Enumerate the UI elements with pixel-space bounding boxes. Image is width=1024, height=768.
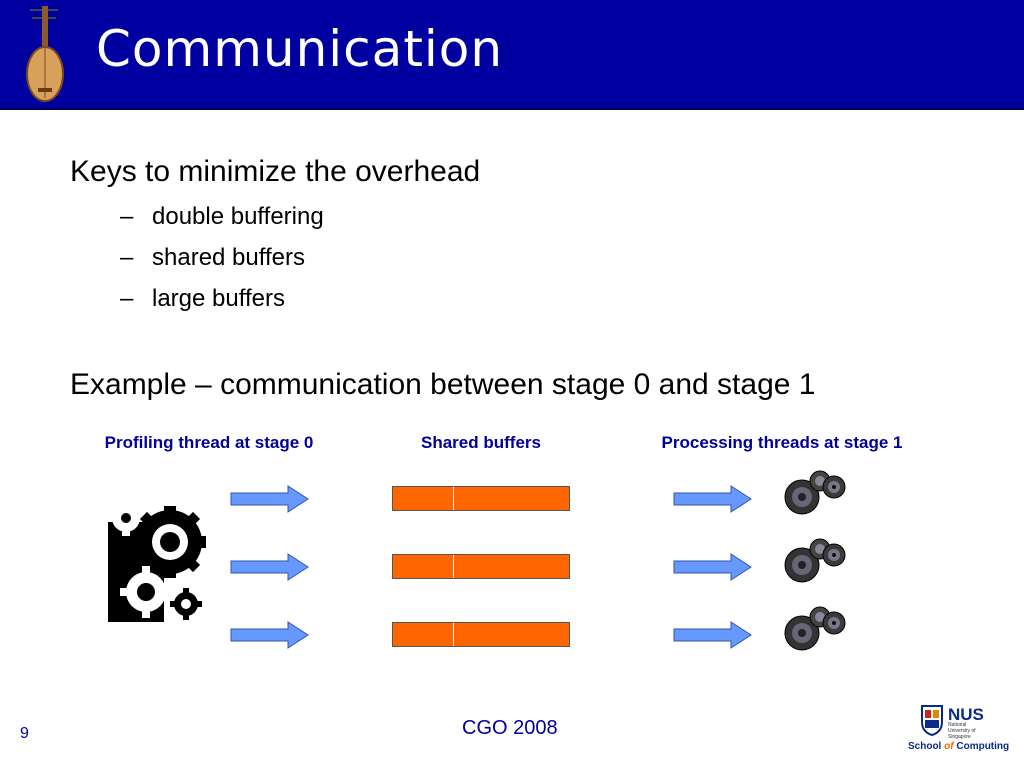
arrow-right-icon (230, 621, 309, 649)
school-of-computing-logo: School of Computing (908, 741, 1009, 752)
arrow-right-icon (673, 485, 752, 513)
bullet-dash: – (120, 244, 134, 271)
heading-example: Example – communication between stage 0 … (70, 368, 816, 401)
footer-conference: CGO 2008 (462, 717, 558, 739)
arrow-right-icon (230, 485, 309, 513)
school-suffix: Computing (956, 741, 1010, 752)
arrow-right-icon (230, 553, 309, 581)
speaker-gears-icon (784, 538, 846, 583)
slide-title: Communication (96, 20, 504, 78)
bullet-item: –shared buffers (120, 244, 305, 272)
bullet-label: large buffers (152, 285, 285, 312)
nus-logo-text: NUS (948, 705, 984, 724)
bullet-label: double buffering (152, 203, 324, 230)
label-profiling-thread: Profiling thread at stage 0 (104, 433, 314, 452)
shared-buffer (392, 554, 570, 579)
gears-icon (108, 500, 206, 622)
nus-crest-icon (921, 705, 943, 736)
shared-buffer (392, 486, 570, 511)
school-of: of (944, 741, 954, 752)
nus-logo-subtext: National University of Singapore (948, 722, 976, 740)
bullet-dash: – (120, 203, 134, 230)
buffer-divider (453, 555, 454, 578)
speaker-gears-icon (784, 470, 846, 515)
buffer-divider (453, 487, 454, 510)
bullet-item: –double buffering (120, 203, 324, 231)
lute-icon (26, 6, 64, 102)
label-processing-threads: Processing threads at stage 1 (661, 433, 903, 452)
arrow-right-icon (673, 553, 752, 581)
label-shared-buffers: Shared buffers (421, 433, 541, 452)
slide-header: Communication (0, 0, 1024, 110)
bullet-item: –large buffers (120, 285, 285, 313)
arrow-right-icon (673, 621, 752, 649)
bullet-dash: – (120, 285, 134, 312)
speaker-gears-icon (784, 606, 846, 651)
school-prefix: School (908, 741, 942, 752)
page-number: 9 (20, 725, 29, 742)
buffer-divider (453, 623, 454, 646)
bullet-label: shared buffers (152, 244, 305, 271)
shared-buffer (392, 622, 570, 647)
heading-keys: Keys to minimize the overhead (70, 155, 481, 188)
